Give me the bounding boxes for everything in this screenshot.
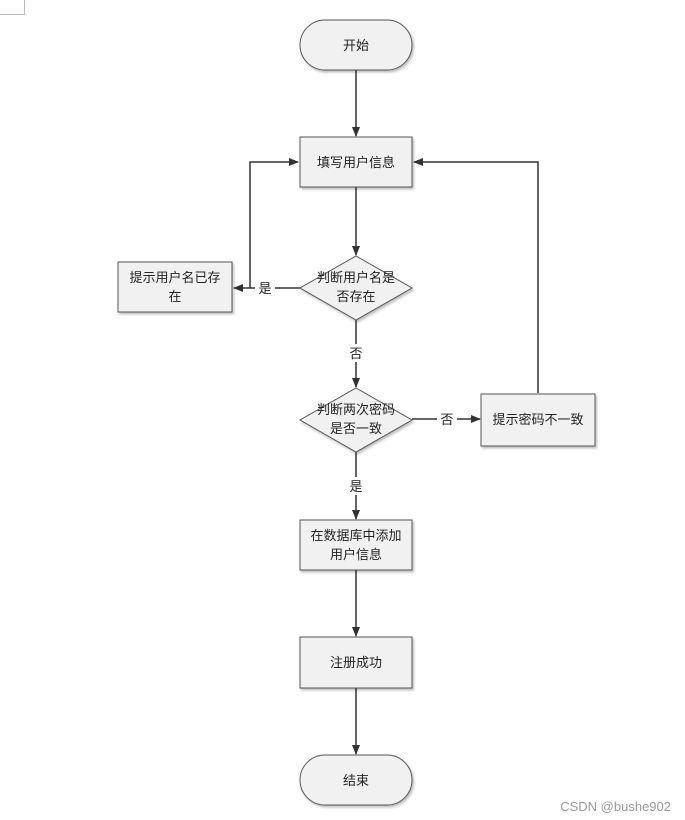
node-register-success: 注册成功 (299, 636, 413, 689)
node-check-username-line1: 判断用户名是 (317, 270, 395, 286)
edge-label-password-no: 否 (440, 413, 453, 428)
edge-labels: 是 否 否 是 (255, 279, 457, 495)
node-password-mismatch-label: 提示密码不一致 (492, 412, 583, 428)
node-username-exists-line2: 在 (168, 290, 181, 305)
node-username-exists: 提示用户名已存 在 (117, 261, 233, 313)
node-username-exists-line1: 提示用户名已存 (129, 270, 220, 286)
node-fill-info-label: 填写用户信息 (317, 155, 395, 171)
node-check-password-line1: 判断两次密码 (317, 402, 395, 418)
node-add-to-db-line1: 在数据库中添加 (310, 528, 401, 544)
node-add-to-db-line2: 用户信息 (330, 547, 382, 563)
node-check-password-line2: 是否一致 (330, 422, 382, 437)
edge-label-password-yes: 是 (349, 480, 362, 495)
node-start-label: 开始 (343, 39, 369, 54)
edge-label-username-no: 否 (349, 347, 362, 362)
node-check-username-line2: 否存在 (336, 290, 375, 305)
watermark: CSDN @bushe902 (560, 799, 671, 814)
edge-password-mismatch-loop (413, 158, 539, 393)
node-check-username: 判断用户名是 否存在 (298, 255, 414, 321)
node-check-password: 判断两次密码 是否一致 (298, 387, 414, 453)
edge-username-exists-loop (249, 158, 299, 288)
node-end: 结束 (299, 754, 413, 806)
node-fill-info: 填写用户信息 (299, 136, 413, 188)
node-password-mismatch: 提示密码不一致 (480, 393, 596, 447)
node-add-to-db: 在数据库中添加 用户信息 (299, 519, 413, 571)
edge-label-username-yes: 是 (258, 282, 271, 297)
node-register-success-label: 注册成功 (330, 656, 382, 671)
node-start: 开始 (299, 19, 413, 71)
node-end-label: 结束 (343, 774, 369, 789)
corner-mark (0, 0, 25, 15)
